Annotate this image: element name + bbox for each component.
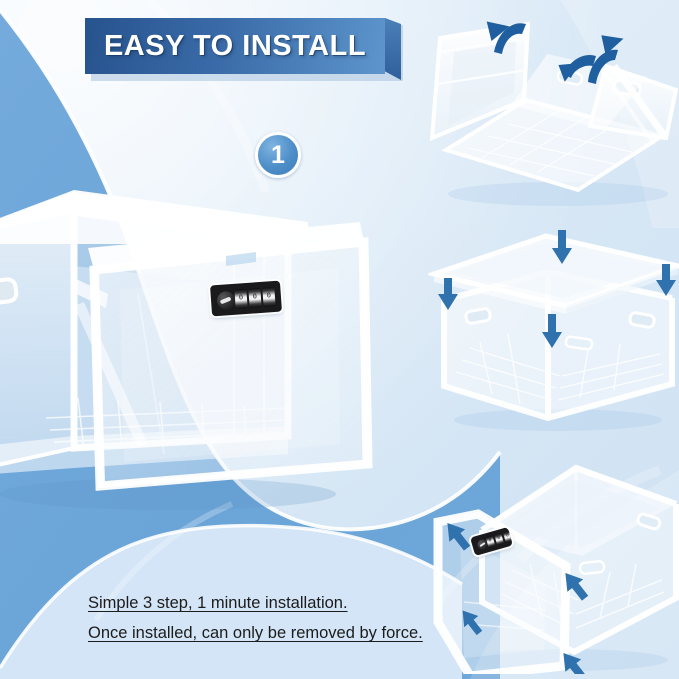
step-image-attach-door [433,464,679,674]
main-product-box [0,190,373,510]
arrow-group-press [438,230,676,348]
banner: EASY TO INSTALL [85,18,403,81]
caption-block: Simple 3 step, 1 minute installation. On… [88,588,488,648]
banner-ribbon [85,18,385,74]
step-number-label: 1 [271,140,285,169]
arrow-group-unfold [486,21,624,84]
step-image-press-lid [428,230,679,431]
banner-title: EASY TO INSTALL [103,29,367,62]
box-handle-left [0,277,19,305]
lock-digit[interactable]: 0 [262,287,276,307]
lock-dial-knob-icon[interactable] [216,290,236,310]
lock-digit[interactable]: 0 [494,533,505,546]
arrow-group-attach [447,522,589,674]
step-image-unfold [429,21,679,206]
banner-ribbon-tail [385,18,401,80]
step-number-badge: 1 [255,132,301,178]
lock-digit[interactable]: 0 [248,287,262,308]
combination-lock-main[interactable]: 0 0 0 [210,280,282,317]
lock-digit-wheels[interactable]: 0 0 0 [485,530,513,549]
caption-line-2: Once installed, can only be removed by f… [88,624,423,642]
caption-line-1: Simple 3 step, 1 minute installation. [88,594,348,612]
lock-digit[interactable]: 0 [234,288,248,309]
lock-digit-wheels[interactable]: 0 0 0 [234,287,276,309]
